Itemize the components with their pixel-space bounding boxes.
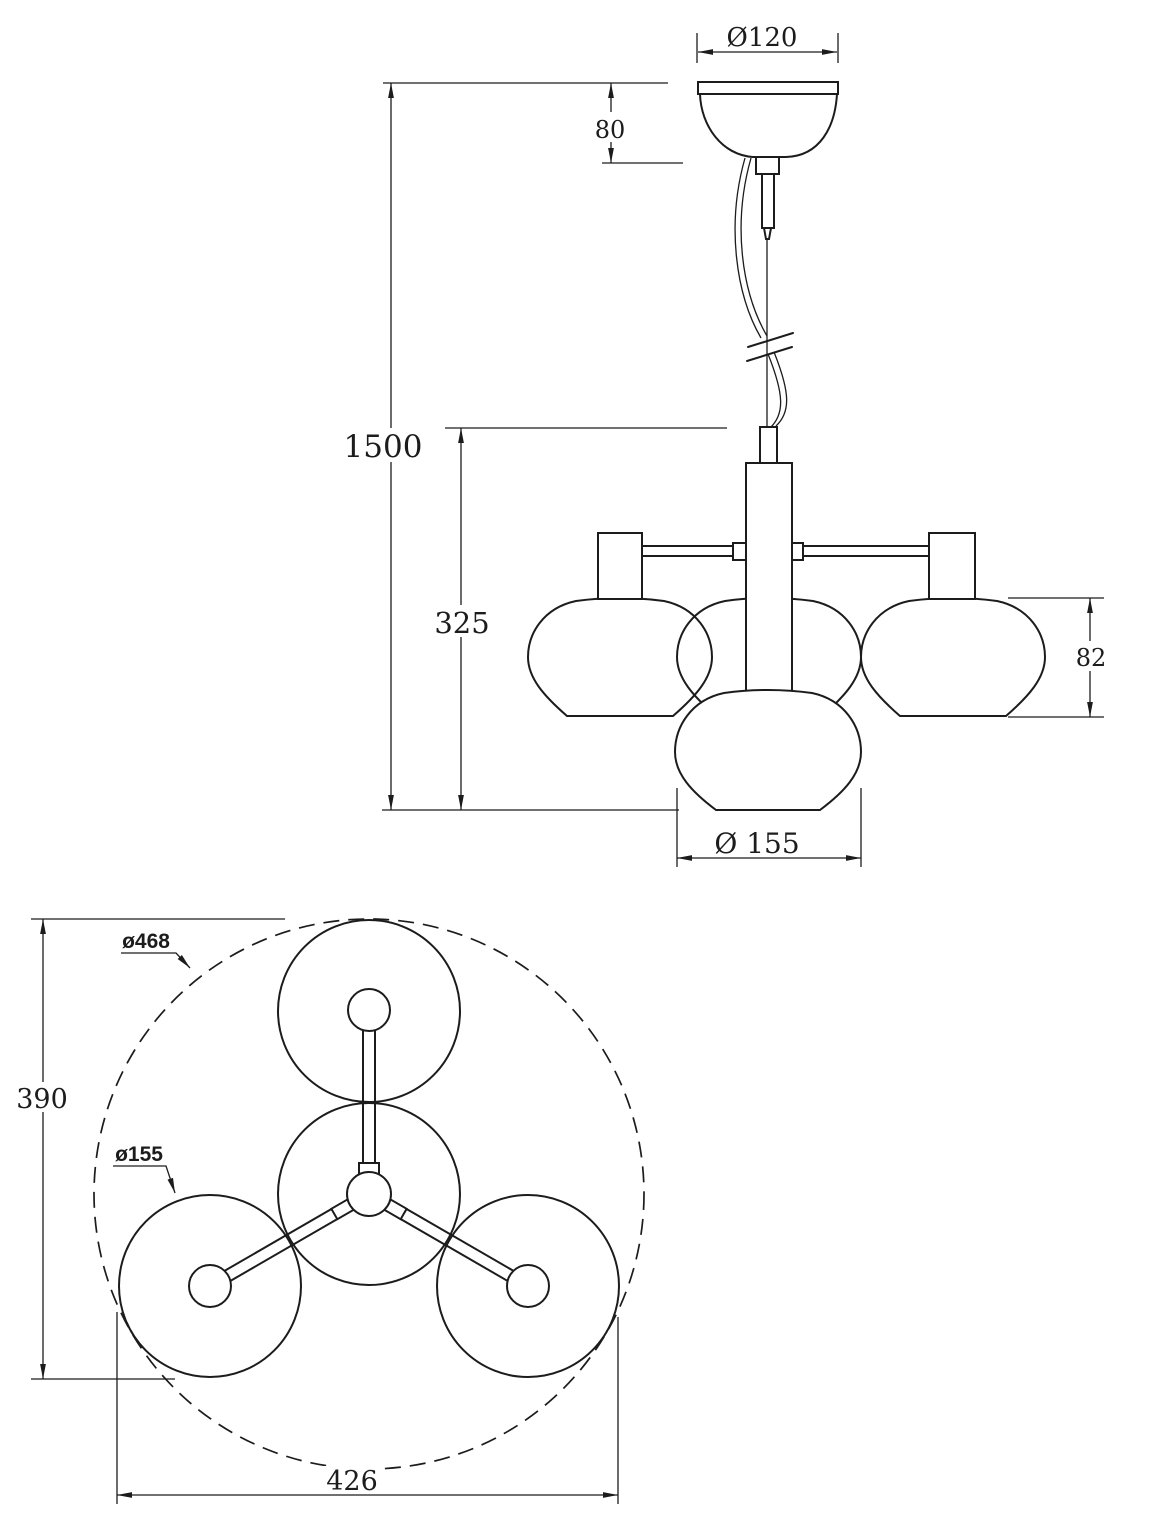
plan-height-label: 390 — [16, 1084, 68, 1115]
power-cord-line-a — [734, 157, 782, 429]
cable-break-mark — [747, 332, 794, 348]
plan-outer-diameter-label: ø468 — [122, 930, 170, 953]
plan-width-label: 426 — [326, 1466, 378, 1497]
arm-bar-right — [802, 545, 930, 557]
plan-hub — [346, 1171, 392, 1217]
label-bg — [322, 1466, 384, 1492]
label-bg — [434, 605, 490, 637]
leader-shade-diameter — [113, 1165, 176, 1194]
plan-view — [93, 918, 645, 1470]
cord-grip-barrel — [761, 173, 775, 229]
plan-shade-circle-right — [436, 1194, 620, 1378]
shade-height-label: 82 — [1076, 644, 1107, 672]
socket-right — [928, 532, 976, 600]
canopy-height-label: 80 — [595, 116, 626, 144]
shade-front — [673, 689, 863, 811]
cable-break-mark — [746, 346, 793, 362]
arm-bar-left — [641, 545, 734, 557]
body-drop-label: 325 — [434, 606, 489, 640]
side-view-dimensions: Ø120 80 1500 325 82 Ø 155 — [341, 23, 1110, 867]
body-nipple — [759, 426, 778, 464]
shade-diameter-label: Ø 155 — [714, 827, 799, 860]
shade-back — [675, 597, 863, 717]
total-height-label: 1500 — [344, 429, 423, 465]
label-bg — [18, 1082, 68, 1112]
shade-left — [526, 597, 714, 717]
plan-socket-right — [506, 1264, 550, 1308]
canopy-plate — [697, 81, 839, 95]
leader-outer-diameter — [121, 952, 191, 969]
body-tube — [745, 462, 793, 695]
canopy-dome — [698, 93, 839, 158]
plan-socket-left — [188, 1264, 232, 1308]
plan-shade-diameter-label: ø155 — [115, 1143, 163, 1166]
socket-left — [597, 532, 643, 600]
side-view — [526, 81, 1047, 811]
canopy-diameter-label: Ø120 — [727, 23, 798, 53]
label-bg — [1072, 641, 1110, 671]
arm-connector-right — [791, 542, 804, 561]
plan-socket-top — [347, 988, 391, 1032]
label-bg — [594, 112, 628, 142]
plan-shade-circle-center — [277, 1102, 461, 1286]
cord-grip-nipple — [762, 227, 773, 240]
plan-view-dimensions: 390 426 ø468 ø155 — [16, 918, 619, 1504]
shade-right — [859, 597, 1047, 717]
label-bg — [341, 428, 425, 462]
power-cord-line-b — [740, 157, 788, 427]
plan-shade-circle-left — [118, 1194, 302, 1378]
arm-connector-left — [732, 542, 747, 561]
cord-grip-collar — [755, 156, 780, 175]
